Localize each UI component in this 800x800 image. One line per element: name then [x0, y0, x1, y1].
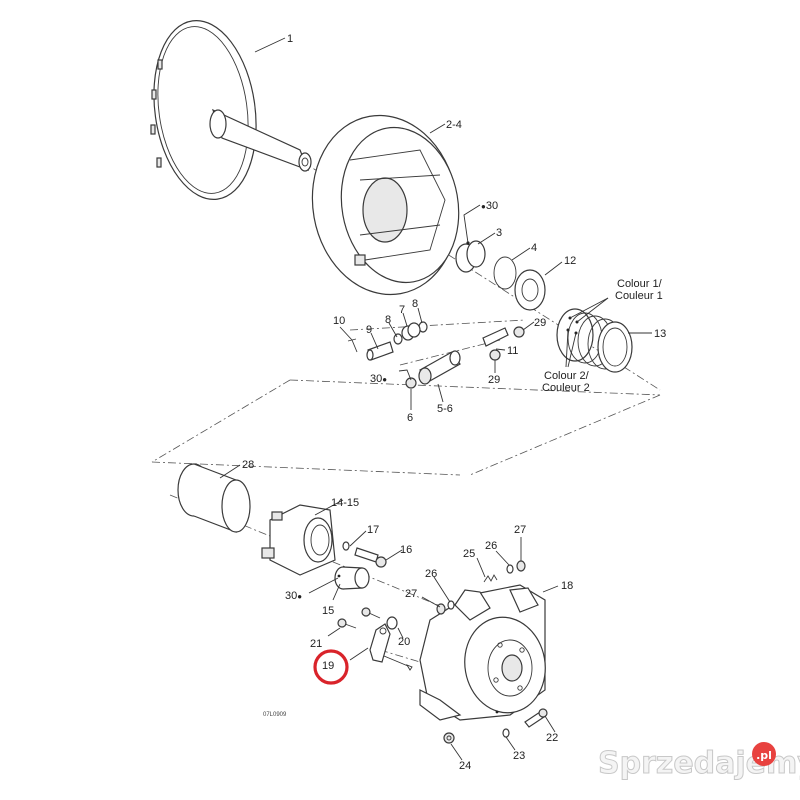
callout-26a: 26: [425, 568, 437, 580]
callout-9: 9: [366, 324, 372, 336]
part-19-lever: [369, 623, 391, 663]
callout-6: 6: [407, 412, 413, 424]
part-23-washer: [502, 728, 510, 738]
callout-16: 16: [400, 544, 412, 556]
part-21-screw: [337, 618, 357, 629]
callout-4: 4: [531, 242, 537, 254]
callout-3: 3: [496, 227, 502, 239]
part-9-pin: [366, 341, 394, 361]
callout-2-4: 2-4: [446, 119, 462, 131]
part-1-fixed-sheave: [150, 20, 312, 200]
watermark-badge-text: .pl: [756, 749, 772, 762]
callout-8b: 8: [412, 298, 418, 310]
part-screw-upper: [361, 607, 381, 619]
part-16-bolt: [354, 547, 387, 568]
callout-12: 12: [564, 255, 576, 267]
callout-1: 1: [287, 33, 293, 45]
dashed-outline-top: [289, 379, 661, 396]
callout-15: 15: [322, 605, 334, 617]
callout-20: 20: [398, 636, 410, 648]
callout-colour1-line2: Couleur 1: [615, 290, 663, 302]
callout-13: 13: [654, 328, 666, 340]
part-4-circlip: [493, 256, 517, 290]
leader-lines: [219, 37, 652, 761]
part-7-roller: [401, 322, 421, 341]
callout-30-oil-c: 30●: [285, 590, 302, 602]
callout-18: 18: [561, 580, 573, 592]
part-10-pin: [347, 338, 358, 353]
oil-drop-icon: ●: [481, 202, 486, 211]
watermark-badge: [752, 742, 776, 766]
callout-30-oil: ●30: [481, 200, 498, 212]
callout-colour2-line1: Colour 2/: [544, 370, 590, 382]
part-18-spider: [419, 584, 546, 721]
callout-27b: 27: [514, 524, 526, 536]
callout-19: 19: [322, 660, 334, 672]
callout-30-oil-b: 30●: [370, 373, 387, 385]
drawing-code: 07L0909: [263, 712, 287, 718]
callout-25: 25: [463, 548, 475, 560]
part-17-washer: [342, 541, 350, 551]
part-13-spring: [556, 308, 633, 373]
callout-8a: 8: [385, 314, 391, 326]
callout-26b: 26: [485, 540, 497, 552]
part-8-washer: [393, 321, 428, 345]
part-28-bushing: [177, 463, 251, 533]
callout-17: 17: [367, 524, 379, 536]
part-2-4-sliding-sheave: [311, 114, 460, 296]
callout-10: 10: [333, 315, 345, 327]
callout-29b: 29: [488, 374, 500, 386]
callout-labels: 1 2-4 ●30 3 4 12 Colour 1/ Couleur 1 13 …: [242, 33, 666, 772]
callout-29a: 29: [534, 317, 546, 329]
callout-5-6: 5-6: [437, 403, 453, 415]
oil-drop-icon: ●: [382, 375, 387, 384]
part-5-6-arm-assembly: [418, 350, 461, 385]
callout-11: 11: [507, 345, 518, 357]
callout-colour1-line1: Colour 1/: [617, 278, 663, 290]
part-25-spring: [483, 574, 498, 583]
callout-27a: 27: [405, 588, 417, 600]
callout-28: 28: [242, 459, 254, 471]
part-26-washers: [447, 564, 514, 610]
watermark: Sprzedajemy .pl: [598, 742, 800, 782]
part-6-screw: [405, 377, 417, 389]
callout-22: 22: [546, 732, 558, 744]
part-3-bushing: [455, 240, 486, 273]
callout-24: 24: [459, 760, 471, 772]
callout-14-15: 14-15: [331, 497, 359, 509]
part-12-spring-cup: [514, 269, 546, 311]
highlight-circle: [313, 649, 349, 685]
callout-colour2-line2: Couleur 2: [542, 382, 590, 394]
part-11-pin: [482, 327, 509, 347]
callout-21: 21: [310, 638, 322, 650]
part-20-pin: [386, 616, 398, 630]
part-24-nut: [443, 732, 455, 744]
part-15-bushing: [334, 566, 370, 590]
oil-drop-icon: ●: [297, 592, 302, 601]
part-14-15-governor: [261, 504, 336, 576]
part-22-bolt: [524, 708, 548, 728]
callout-7: 7: [399, 304, 405, 316]
callout-23: 23: [513, 750, 525, 762]
